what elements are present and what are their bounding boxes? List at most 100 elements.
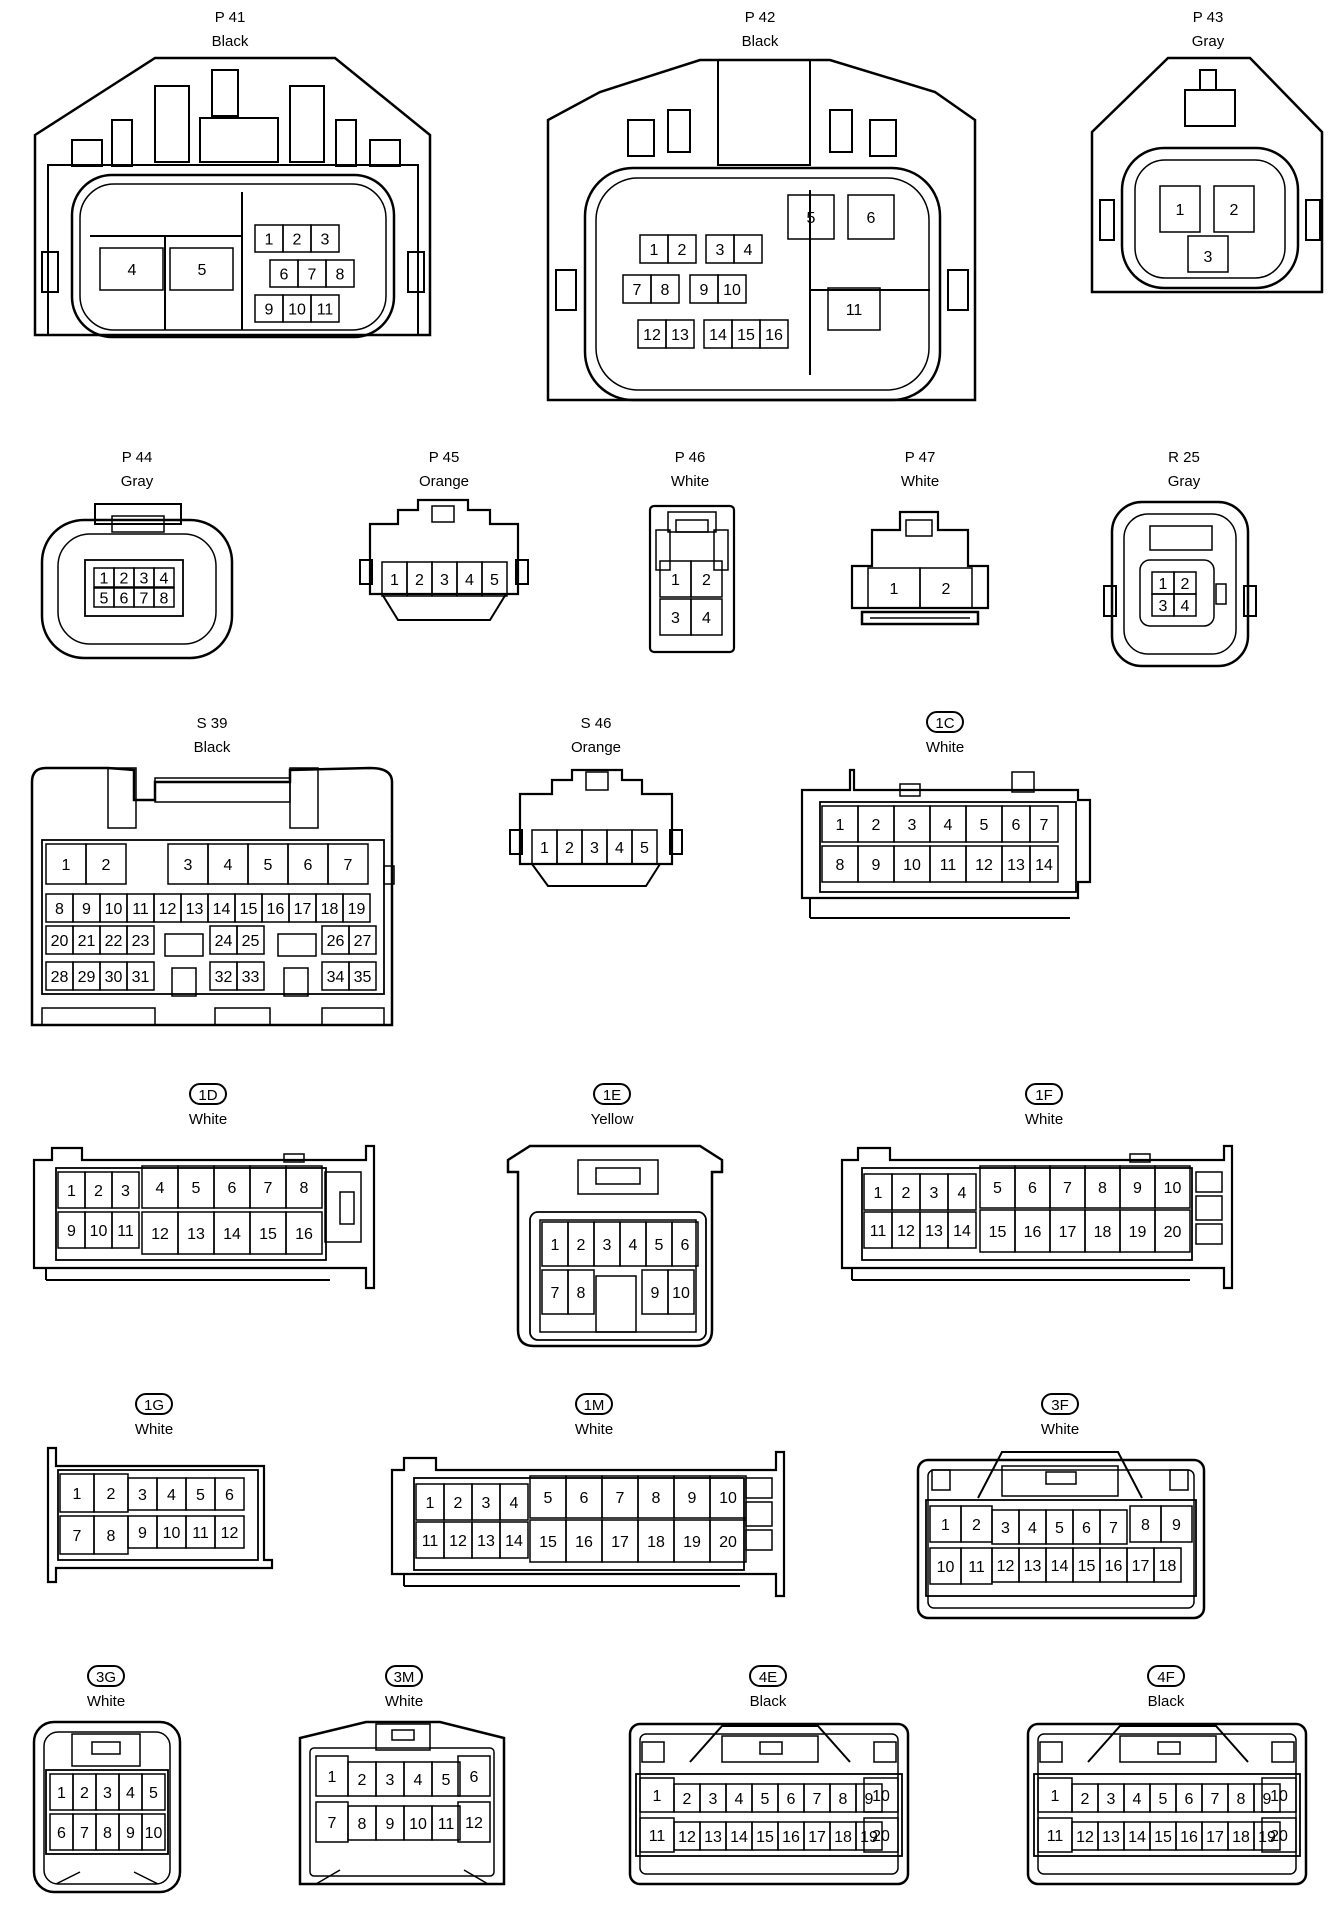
connector-color: Orange: [419, 473, 469, 490]
pin-number: 11: [1047, 1828, 1064, 1845]
connector-code: 3F: [1051, 1397, 1069, 1414]
pin-cell: [141, 1773, 166, 1811]
connector-code-badge: [926, 711, 964, 733]
pin-number: 13: [704, 1829, 722, 1846]
pin-number: 5: [264, 857, 273, 874]
pin-cell: [1099, 1509, 1128, 1545]
pin-number: 10: [163, 1525, 181, 1542]
pin-number: 1: [1176, 202, 1185, 219]
pin-number: 11: [940, 857, 957, 874]
connector-code-badge: [87, 1665, 125, 1687]
pin-number: 15: [737, 327, 755, 344]
pin-number: 7: [344, 857, 353, 874]
pin-number: 12: [643, 327, 661, 344]
connector-code: P 42: [745, 9, 776, 26]
connector-color: White: [189, 1111, 227, 1128]
pin-number: 22: [105, 933, 123, 950]
pin-cell: [214, 1515, 245, 1549]
pin-number: 9: [126, 1825, 135, 1842]
pin-number: 11: [968, 1559, 985, 1576]
pin-cell: [111, 1211, 140, 1249]
pin-number: 7: [1040, 817, 1049, 834]
connector-color: Black: [1148, 1693, 1185, 1710]
pin-number: 3: [603, 1237, 612, 1254]
pin-number: 1: [650, 242, 659, 259]
pin-number: 1: [1051, 1788, 1060, 1805]
pin-number: 2: [902, 1185, 911, 1202]
pin-number: 7: [1063, 1180, 1072, 1197]
pin-cell: [325, 259, 355, 288]
pin-number: 8: [358, 1816, 367, 1833]
pin-number: 11: [846, 302, 863, 319]
pin-number: 18: [1159, 1558, 1177, 1575]
pin-cell: [1154, 1165, 1191, 1209]
pin-number: 9: [865, 1791, 874, 1808]
pin-number: 5: [149, 1785, 158, 1802]
connector-code: 1M: [584, 1397, 605, 1414]
pin-number: 6: [470, 1769, 479, 1786]
connector-color: Black: [750, 1693, 787, 1710]
pin-cell: [1029, 805, 1059, 843]
pin-number: 3: [103, 1785, 112, 1802]
pin-number: 1: [67, 1183, 76, 1200]
connector-code-badge: [1147, 1665, 1185, 1687]
pin-number: 8: [160, 591, 169, 608]
pin-number: 29: [78, 969, 96, 986]
pin-number: 5: [490, 572, 499, 589]
pin-number: 6: [1185, 1791, 1194, 1808]
pin-number: 7: [1109, 1520, 1118, 1537]
pin-cell: [1173, 593, 1197, 617]
pin-number: 4: [702, 610, 711, 627]
pin-cell: [214, 1477, 245, 1511]
pin-number: 9: [651, 1285, 660, 1302]
pin-number: 19: [348, 901, 366, 918]
connector-code: P 41: [215, 9, 246, 26]
connector-color: Black: [194, 739, 231, 756]
pin-number: 7: [551, 1285, 560, 1302]
pin-number: 27: [354, 933, 372, 950]
pin-number: 25: [242, 933, 260, 950]
pin-number: 9: [386, 1816, 395, 1833]
pin-number: 19: [683, 1534, 701, 1551]
pin-number: 2: [107, 1486, 116, 1503]
connector-code: P 46: [675, 449, 706, 466]
pin-cell: [457, 1755, 491, 1797]
pin-number: 15: [989, 1224, 1007, 1241]
pin-number: 9: [700, 282, 709, 299]
pin-number: 4: [156, 1180, 165, 1197]
pin-number: 20: [1164, 1224, 1182, 1241]
pin-number: 16: [1180, 1829, 1198, 1846]
pin-number: 6: [681, 1237, 690, 1254]
pin-number: 7: [140, 591, 149, 608]
pin-number: 5: [640, 840, 649, 857]
connector-color: Black: [742, 33, 779, 50]
pin-cell: [481, 561, 508, 597]
pin-number: 2: [702, 572, 711, 589]
pin-number: 10: [903, 857, 921, 874]
pin-number: 13: [1007, 857, 1025, 874]
pin-number: 5: [192, 1180, 201, 1197]
pin-number: 8: [103, 1825, 112, 1842]
pin-cell: [855, 1821, 883, 1851]
pin-number: 13: [671, 327, 689, 344]
pin-number: 3: [709, 1791, 718, 1808]
pin-number: 3: [590, 840, 599, 857]
pin-number: 4: [958, 1185, 967, 1202]
pin-number: 6: [57, 1825, 66, 1842]
pin-cell: [667, 234, 697, 264]
pin-number: 17: [808, 1829, 826, 1846]
pin-number: 23: [132, 933, 150, 950]
pin-cell: [717, 274, 747, 304]
pin-number: 3: [908, 817, 917, 834]
pin-cell: [759, 319, 789, 349]
pin-number: 8: [1237, 1791, 1246, 1808]
